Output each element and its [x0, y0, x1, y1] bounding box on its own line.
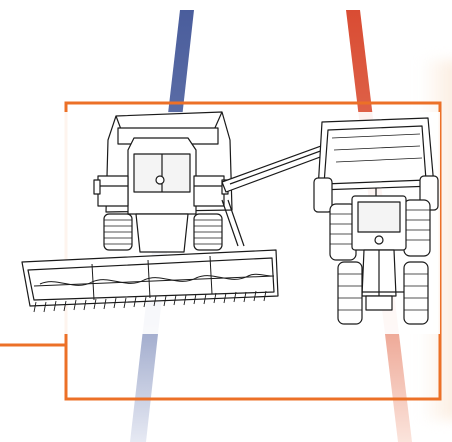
tractor-with-grain-cart — [313, 117, 439, 325]
combine-harvester — [21, 111, 383, 313]
